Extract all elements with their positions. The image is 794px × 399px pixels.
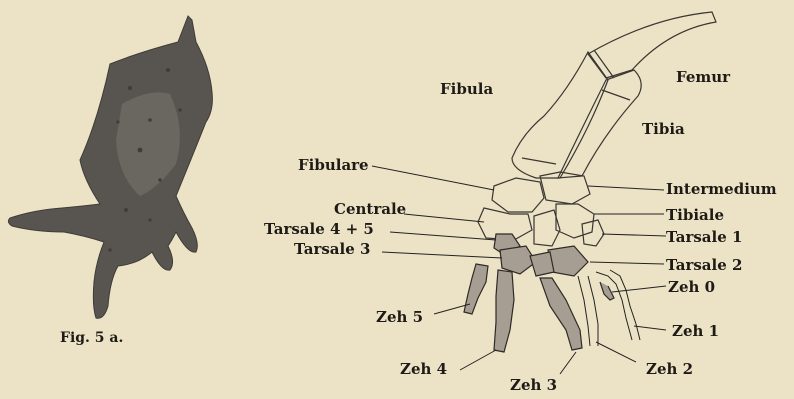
label-fibula: Fibula <box>440 80 493 98</box>
zeh-0-toe <box>600 282 614 300</box>
tibia-bone <box>558 70 641 178</box>
zeh-3-toe <box>540 278 582 350</box>
fig-5a-photo: Fig. 5 a. <box>8 16 212 346</box>
fig-5a-caption: Fig. 5 a. <box>60 330 123 346</box>
intermedium-bone <box>540 172 590 204</box>
zeh-1-toe-outline <box>610 270 640 340</box>
label-centrale: Centrale <box>334 200 406 218</box>
zeh-4-toe <box>494 270 514 352</box>
label-femur: Femur <box>676 68 731 86</box>
label-zeh-1: Zeh 1 <box>672 322 719 340</box>
zeh-2-toe-outline <box>588 276 598 346</box>
label-tarsale-4-5: Tarsale 4 + 5 <box>264 220 374 238</box>
label-fibulare: Fibulare <box>298 156 369 174</box>
labels: Fibula Femur Tibia Fibulare Intermedium … <box>264 68 777 394</box>
fibulare-bone <box>492 178 544 212</box>
distal-mid-bone <box>530 252 554 276</box>
fig-5a-foot-silhouette <box>8 16 212 318</box>
label-tarsale-1: Tarsale 1 <box>666 228 742 246</box>
label-intermedium: Intermedium <box>666 180 777 198</box>
label-zeh-0: Zeh 0 <box>668 278 715 296</box>
zeh-5-toe <box>464 264 488 314</box>
label-zeh-5: Zeh 5 <box>376 308 423 326</box>
label-zeh-2: Zeh 2 <box>646 360 693 378</box>
label-zeh-3: Zeh 3 <box>510 376 557 394</box>
label-zeh-4: Zeh 4 <box>400 360 447 378</box>
zeh-1-toe <box>596 272 632 340</box>
label-tibia: Tibia <box>642 120 685 138</box>
tibiale-bone <box>556 204 594 238</box>
label-tarsale-3: Tarsale 3 <box>294 240 370 258</box>
label-tibiale: Tibiale <box>666 206 724 224</box>
label-tarsale-2: Tarsale 2 <box>666 256 742 274</box>
